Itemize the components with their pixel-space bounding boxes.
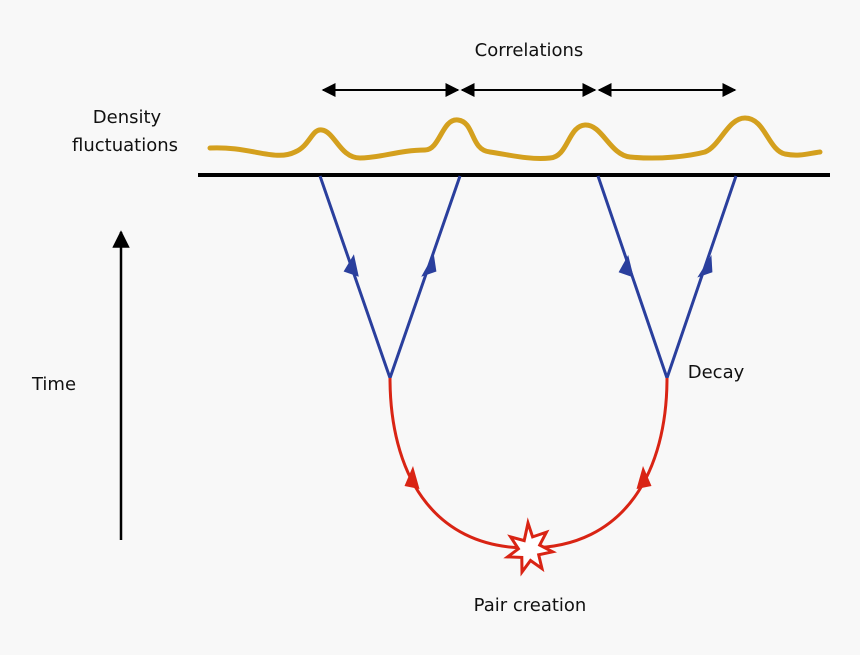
starburst-icon <box>503 517 557 577</box>
density-fluctuation-wave <box>207 115 823 161</box>
pair-creation-label: Pair creation <box>474 595 587 616</box>
pair-arrowhead-right <box>636 466 652 489</box>
pair-arrowhead-left <box>404 466 420 489</box>
density-label-line1: Density <box>93 107 162 128</box>
decay-label: Decay <box>688 362 745 383</box>
decay-arrowhead-left-1 <box>343 254 359 277</box>
correlations-label: Correlations <box>475 40 584 61</box>
left-decay-lines <box>318 175 462 383</box>
decay-arrowhead-left-2 <box>421 254 437 277</box>
density-label-line2: fluctuations <box>72 135 178 156</box>
decay-arrowhead-right-1 <box>618 255 634 278</box>
time-label: Time <box>31 374 76 395</box>
decay-arrowhead-right-2 <box>697 255 713 278</box>
right-decay-lines <box>596 175 738 383</box>
